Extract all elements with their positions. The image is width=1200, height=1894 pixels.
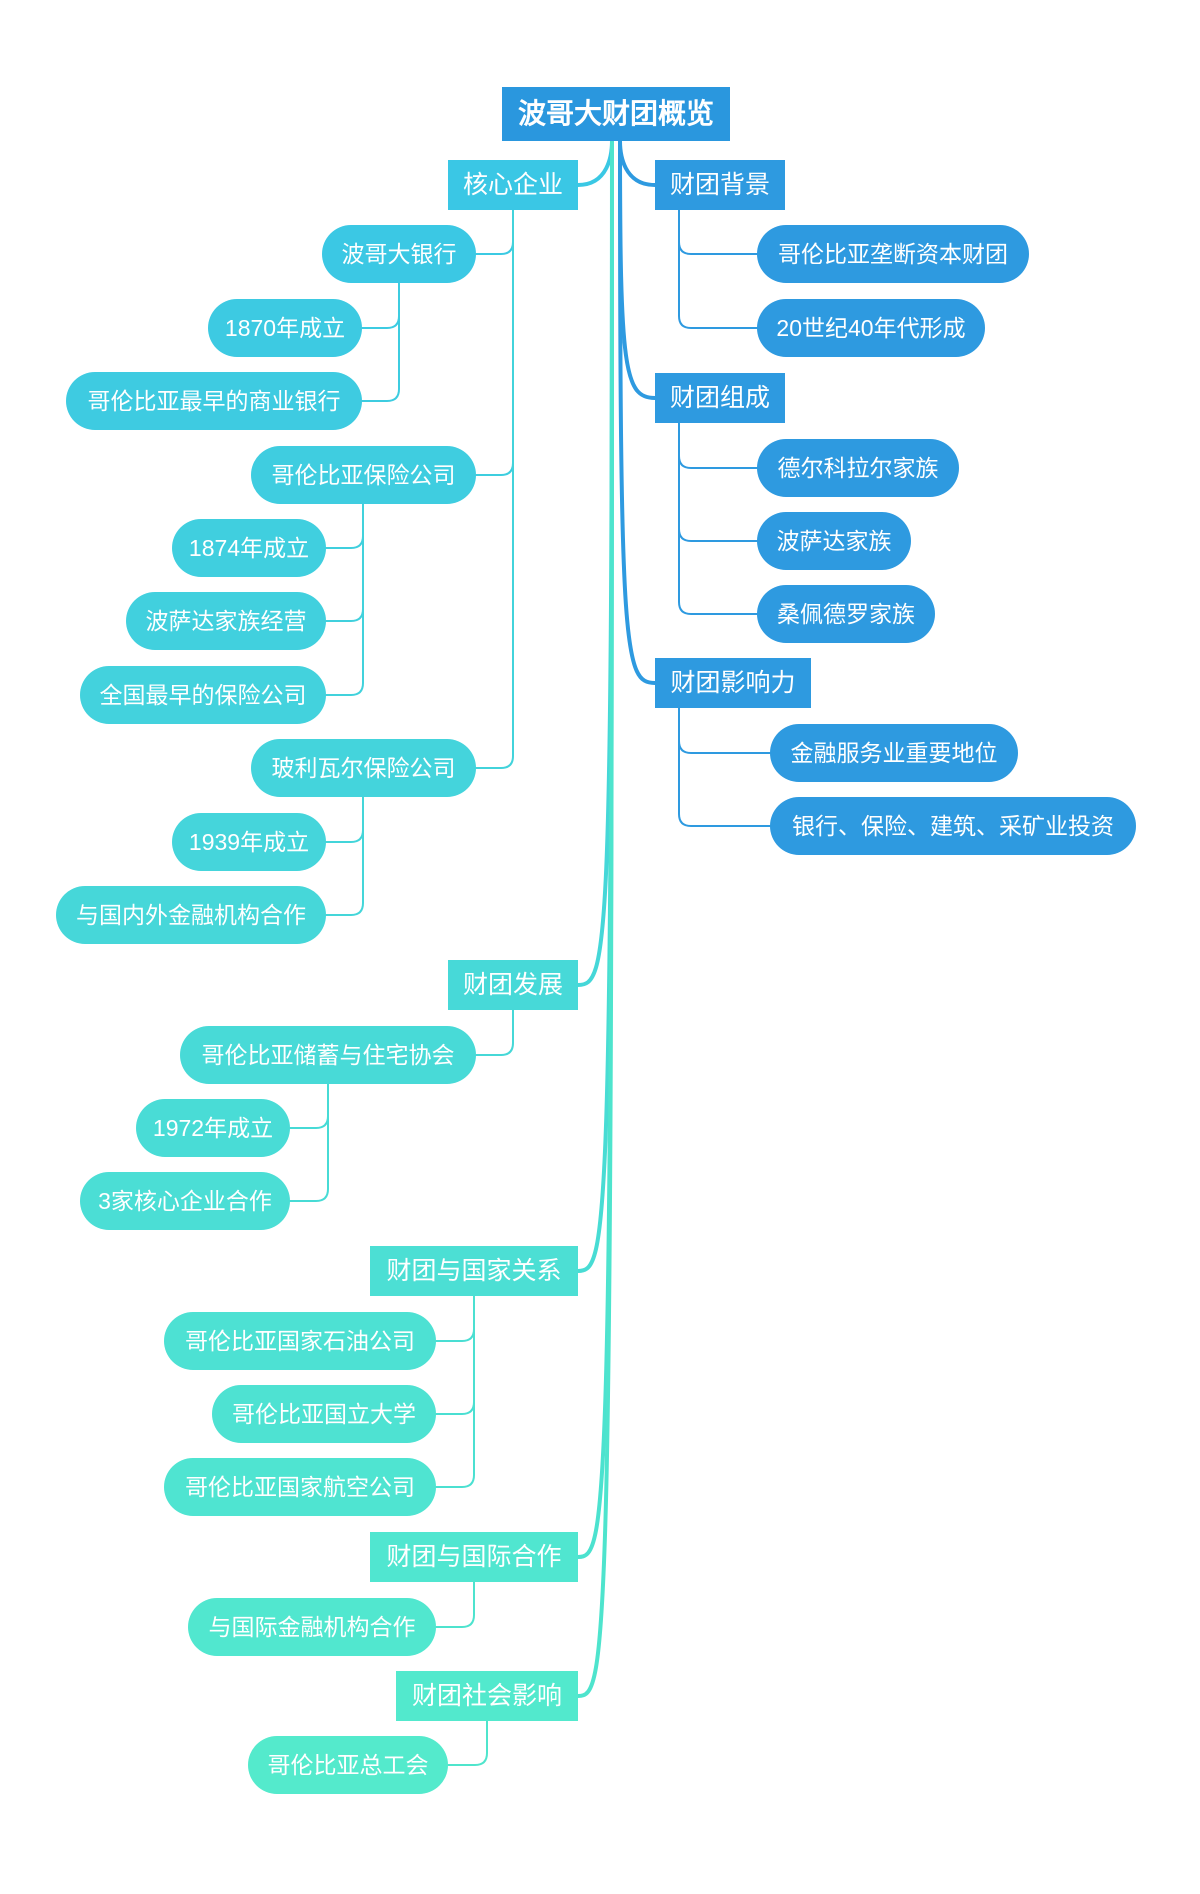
leaf-national-university[interactable]: 哥伦比亚国立大学 [212,1385,436,1443]
link-leaf-international-finance [435,1581,475,1628]
branch-development[interactable]: 财团发展 [448,960,578,1010]
branch-background[interactable]: 财团背景 [655,160,785,210]
link-leaf-formed-1940s [678,209,758,329]
root-link-branch-social-influence [576,139,614,1698]
root-link-branch-influence [618,139,657,685]
leaf-sampedro-family[interactable]: 桑佩德罗家族 [757,585,935,643]
link-leaf-national-oil [435,1295,475,1342]
leaf-founded-1972[interactable]: 1972年成立 [136,1099,290,1157]
leaf-domestic-foreign-cooperation[interactable]: 与国内外金融机构合作 [56,886,326,944]
link-leaf-del-corral-family [678,422,758,469]
leaf-monopoly-capital[interactable]: 哥伦比亚垄断资本财团 [757,225,1029,283]
link-leaf-national-university [435,1295,475,1415]
leaf-del-corral-family[interactable]: 德尔科拉尔家族 [757,439,959,497]
link-leaf-founded-1870 [361,282,400,329]
link-leaf-founded-1939 [325,796,364,843]
link-sub-savings-housing [475,1009,514,1056]
link-leaf-posada-family [678,422,758,542]
leaf-national-airline[interactable]: 哥伦比亚国家航空公司 [164,1458,436,1516]
leaf-three-core-cooperation[interactable]: 3家核心企业合作 [80,1172,290,1230]
root-link-branch-core-enterprises [576,139,614,187]
link-leaf-earliest-insurance [325,503,364,696]
leaf-international-finance[interactable]: 与国际金融机构合作 [188,1598,436,1656]
link-leaf-founded-1874 [325,503,364,549]
leaf-labor-confederation[interactable]: 哥伦比亚总工会 [248,1736,448,1794]
sub-bank-of-bogota[interactable]: 波哥大银行 [322,225,476,283]
branch-core-enterprises[interactable]: 核心企业 [448,160,578,210]
link-leaf-industry-investment [678,707,771,827]
link-sub-bolivar-insurance [475,209,514,769]
link-leaf-domestic-foreign-cooperation [325,796,364,916]
leaf-posada-family[interactable]: 波萨达家族 [757,512,911,570]
link-leaf-national-airline [435,1295,475,1488]
branch-composition[interactable]: 财团组成 [655,373,785,423]
leaf-industry-investment[interactable]: 银行、保险、建筑、采矿业投资 [770,797,1136,855]
root-link-branch-background [618,139,657,187]
branch-state-relations[interactable]: 财团与国家关系 [370,1246,578,1296]
sub-bolivar-insurance[interactable]: 玻利瓦尔保险公司 [251,739,476,797]
link-leaf-monopoly-capital [678,209,758,255]
root-link-branch-state-relations [576,139,614,1273]
leaf-posada-operated[interactable]: 波萨达家族经营 [126,592,326,650]
link-leaf-financial-services [678,707,771,754]
sub-colombia-insurance[interactable]: 哥伦比亚保险公司 [251,446,476,504]
leaf-founded-1939[interactable]: 1939年成立 [172,813,326,871]
root-link-branch-development [576,139,614,987]
leaf-national-oil[interactable]: 哥伦比亚国家石油公司 [164,1312,436,1370]
link-leaf-three-core-cooperation [289,1083,329,1202]
branch-international[interactable]: 财团与国际合作 [370,1532,578,1582]
link-leaf-sampedro-family [678,422,758,615]
leaf-founded-1870[interactable]: 1870年成立 [208,299,362,357]
root-topic[interactable]: 波哥大财团概览 [502,87,730,141]
link-sub-bank-of-bogota [475,209,514,255]
branch-social-influence[interactable]: 财团社会影响 [396,1671,578,1721]
leaf-founded-1874[interactable]: 1874年成立 [172,519,326,577]
link-leaf-labor-confederation [447,1720,488,1766]
link-sub-colombia-insurance [475,209,514,476]
sub-savings-housing[interactable]: 哥伦比亚储蓄与住宅协会 [180,1026,476,1084]
link-leaf-posada-operated [325,503,364,622]
link-leaf-earliest-commercial-bank [361,282,400,402]
leaf-earliest-insurance[interactable]: 全国最早的保险公司 [80,666,326,724]
leaf-financial-services[interactable]: 金融服务业重要地位 [770,724,1018,782]
link-leaf-founded-1972 [289,1083,329,1129]
branch-influence[interactable]: 财团影响力 [655,658,811,708]
leaf-formed-1940s[interactable]: 20世纪40年代形成 [757,299,985,357]
leaf-earliest-commercial-bank[interactable]: 哥伦比亚最早的商业银行 [66,372,362,430]
